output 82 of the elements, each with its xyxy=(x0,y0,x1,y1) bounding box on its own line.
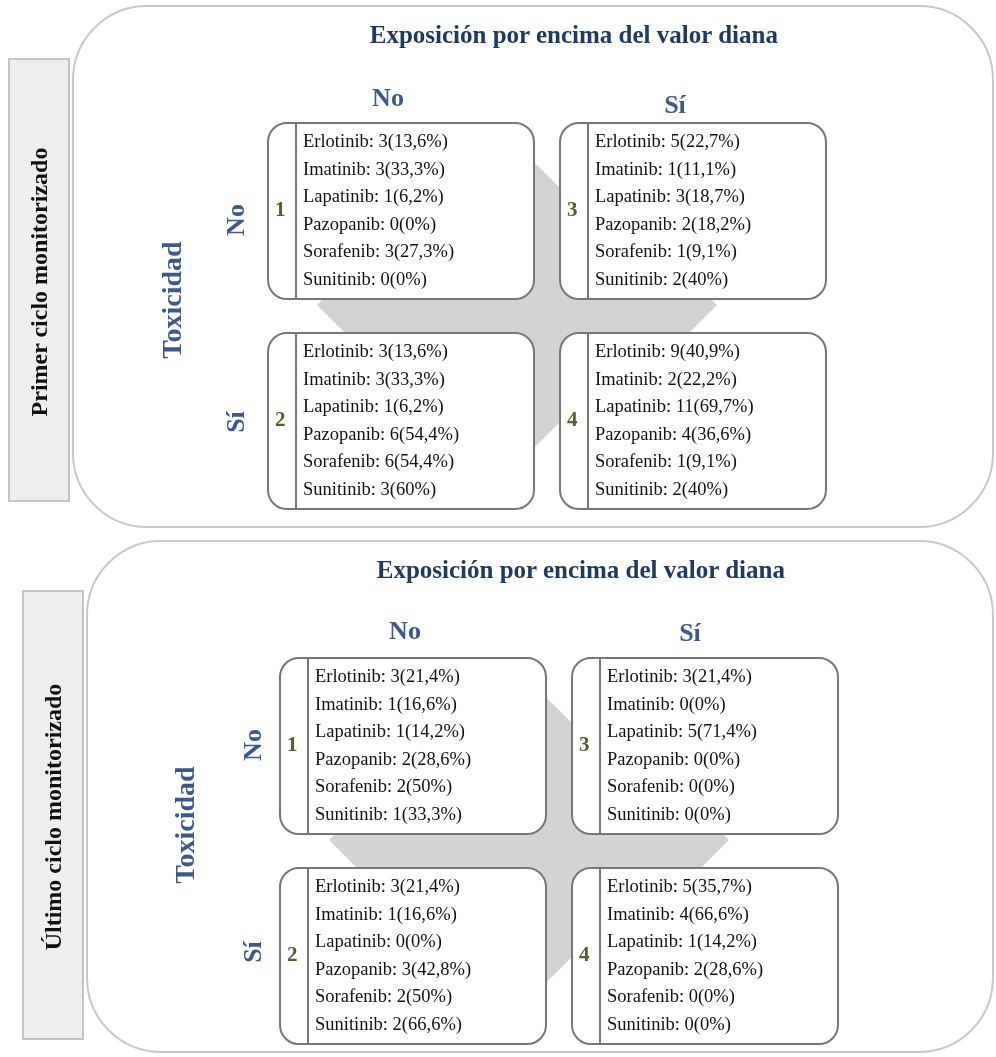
drug-count-text: Pazopanib: 2(18,2%) xyxy=(595,212,752,236)
drug-count-text: Erlotinib: 3(21,4%) xyxy=(315,875,460,898)
drug-count-text: Sorafenib: 0(0%) xyxy=(607,775,735,798)
drug-count-text: Pazopanib: 2(28,6%) xyxy=(315,747,472,771)
drug-count-text: Sunitinib: 2(40%) xyxy=(595,477,729,501)
side-tab xyxy=(8,58,70,502)
drug-count-text: Sunitinib: 0(0%) xyxy=(607,802,731,826)
drug-count-text: Sorafenib: 0(0%) xyxy=(607,985,735,1008)
quadrant-box xyxy=(279,657,547,835)
quadrant-box xyxy=(279,867,547,1045)
quadrant-box xyxy=(571,657,839,835)
quadrant-box xyxy=(571,867,839,1045)
quadrant-number: 3 xyxy=(579,732,590,757)
drug-count-text: Erlotinib: 3(21,4%) xyxy=(607,665,752,688)
drug-count-text: Erlotinib: 9(40,9%) xyxy=(595,340,740,363)
axis-title: No xyxy=(238,729,268,761)
drug-count-text: Pazopanib: 0(0%) xyxy=(607,747,741,771)
axis-title: Sí xyxy=(238,941,268,963)
side-title: Último ciclo monitorizado xyxy=(39,683,67,951)
quadrant-number: 4 xyxy=(567,407,578,432)
drug-count-text: Imatinib: 3(33,3%) xyxy=(303,367,445,391)
drug-count-text: Sunitinib: 2(40%) xyxy=(595,267,729,291)
drug-count-text: Pazopanib: 3(42,8%) xyxy=(315,957,472,981)
axis-title: Toxicidad xyxy=(169,766,201,884)
drug-count-text: Sorafenib: 2(50%) xyxy=(315,775,453,798)
category-label: No xyxy=(389,616,421,646)
drug-count-text: Sorafenib: 1(9,1%) xyxy=(595,450,737,473)
drug-count-text: Erlotinib: 3(13,6%) xyxy=(303,340,448,363)
drug-count-text: Lapatinib: 1(6,2%) xyxy=(303,395,444,418)
drug-count-text: Imatinib: 4(66,6%) xyxy=(607,902,749,926)
drug-count-text: Pazopanib: 2(28,6%) xyxy=(607,957,764,981)
drug-count-text: Sorafenib: 6(54,4%) xyxy=(303,450,455,473)
category-label: Sí xyxy=(664,90,686,120)
quadrant-number: 3 xyxy=(567,197,578,222)
category-label: Sí xyxy=(679,618,701,648)
quadrant-box xyxy=(559,332,827,510)
quadrant-number: 2 xyxy=(275,407,286,432)
drug-count-text: Lapatinib: 1(14,2%) xyxy=(607,930,757,953)
rounded-panel xyxy=(86,540,994,1053)
axis-title: Sí xyxy=(221,411,251,433)
category-label: No xyxy=(372,83,404,113)
drug-count-text: Erlotinib: 5(22,7%) xyxy=(595,130,740,153)
drug-count-text: Sunitinib: 1(33,3%) xyxy=(315,802,462,826)
side-tab xyxy=(22,590,84,1040)
panel-heading: Exposición por encima del valor diana xyxy=(376,556,785,584)
quadrant-number: 1 xyxy=(275,197,286,222)
drug-count-text: Imatinib: 1(11,1%) xyxy=(595,157,737,181)
quadrant-number: 2 xyxy=(287,942,298,967)
drug-count-text: Pazopanib: 0(0%) xyxy=(303,212,437,236)
side-title: Primer ciclo monitorizado xyxy=(25,147,53,417)
drug-count-text: Sunitinib: 0(0%) xyxy=(303,267,427,291)
drug-count-text: Sorafenib: 1(9,1%) xyxy=(595,240,737,263)
drug-count-text: Sunitinib: 0(0%) xyxy=(607,1012,731,1036)
drug-count-text: Pazopanib: 6(54,4%) xyxy=(303,422,460,446)
quadrant-box xyxy=(267,332,535,510)
drug-count-text: Pazopanib: 4(36,6%) xyxy=(595,422,752,446)
drug-count-text: Imatinib: 0(0%) xyxy=(607,692,726,716)
drug-count-text: Lapatinib: 5(71,4%) xyxy=(607,720,757,743)
quadrant-box xyxy=(267,122,535,300)
drug-count-text: Imatinib: 2(22,2%) xyxy=(595,367,737,391)
rounded-panel xyxy=(72,5,994,528)
quadrant-number: 1 xyxy=(287,732,298,757)
drug-count-text: Lapatinib: 1(14,2%) xyxy=(315,720,465,743)
drug-count-text: Lapatinib: 1(6,2%) xyxy=(303,185,444,208)
drug-count-text: Sorafenib: 2(50%) xyxy=(315,985,453,1008)
drug-count-text: Lapatinib: 11(69,7%) xyxy=(595,395,754,418)
quadrant-box xyxy=(559,122,827,300)
drug-count-text: Lapatinib: 3(18,7%) xyxy=(595,185,745,208)
quadrant-number: 4 xyxy=(579,942,590,967)
drug-count-text: Erlotinib: 5(35,7%) xyxy=(607,875,752,898)
drug-count-text: Lapatinib: 0(0%) xyxy=(315,930,442,953)
axis-title: Toxicidad xyxy=(156,241,188,359)
axis-title: No xyxy=(221,204,251,236)
panel-heading: Exposición por encima del valor diana xyxy=(369,21,778,49)
drug-count-text: Erlotinib: 3(13,6%) xyxy=(303,130,448,153)
drug-count-text: Imatinib: 3(33,3%) xyxy=(303,157,445,181)
drug-count-text: Imatinib: 1(16,6%) xyxy=(315,902,457,926)
drug-count-text: Sunitinib: 3(60%) xyxy=(303,477,437,501)
drug-count-text: Erlotinib: 3(21,4%) xyxy=(315,665,460,688)
drug-count-text: Imatinib: 1(16,6%) xyxy=(315,692,457,716)
drug-count-text: Sorafenib: 3(27,3%) xyxy=(303,240,455,263)
drug-count-text: Sunitinib: 2(66,6%) xyxy=(315,1012,462,1036)
